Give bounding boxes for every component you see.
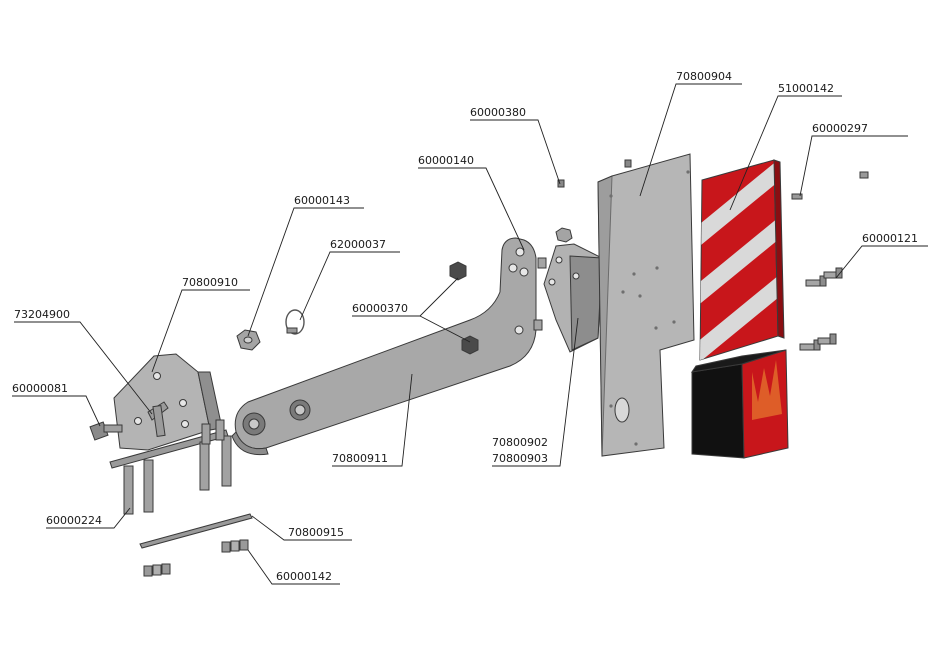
callout-label: 60000081: [12, 382, 68, 395]
callout-label: 60000140: [418, 154, 474, 167]
part-warning-board: [690, 150, 790, 370]
part-nut: [237, 330, 260, 350]
part-lamp-box: [692, 350, 788, 458]
callout-label: 60000224: [46, 514, 102, 527]
callout-label: 70800910: [182, 276, 238, 289]
part-bolts: [792, 172, 868, 350]
callout-label: 60000370: [352, 302, 408, 315]
callout-label: 60000121: [862, 232, 918, 245]
callout-label: 70800902: [492, 436, 548, 449]
callout-label: 60000142: [276, 570, 332, 583]
part-bracket-plate: [90, 354, 231, 514]
callout-label: 60000143: [294, 194, 350, 207]
callout-label: 70800903: [492, 452, 548, 465]
part-large-plate: [598, 154, 694, 456]
part-long-arm: [232, 238, 536, 455]
callout-label: 73204900: [14, 308, 70, 321]
callout-label: 60000297: [812, 122, 868, 135]
part-pin-ring: [286, 310, 304, 334]
part-small-washers: [144, 540, 248, 576]
callout-label: 70800915: [288, 526, 344, 539]
callout-label: 70800911: [332, 452, 388, 465]
callout-label: 51000142: [778, 82, 834, 95]
callout-label: 62000037: [330, 238, 386, 251]
callout-label: 60000380: [470, 106, 526, 119]
callout-label: 70800904: [676, 70, 732, 83]
part-small-bracket: [534, 180, 602, 352]
